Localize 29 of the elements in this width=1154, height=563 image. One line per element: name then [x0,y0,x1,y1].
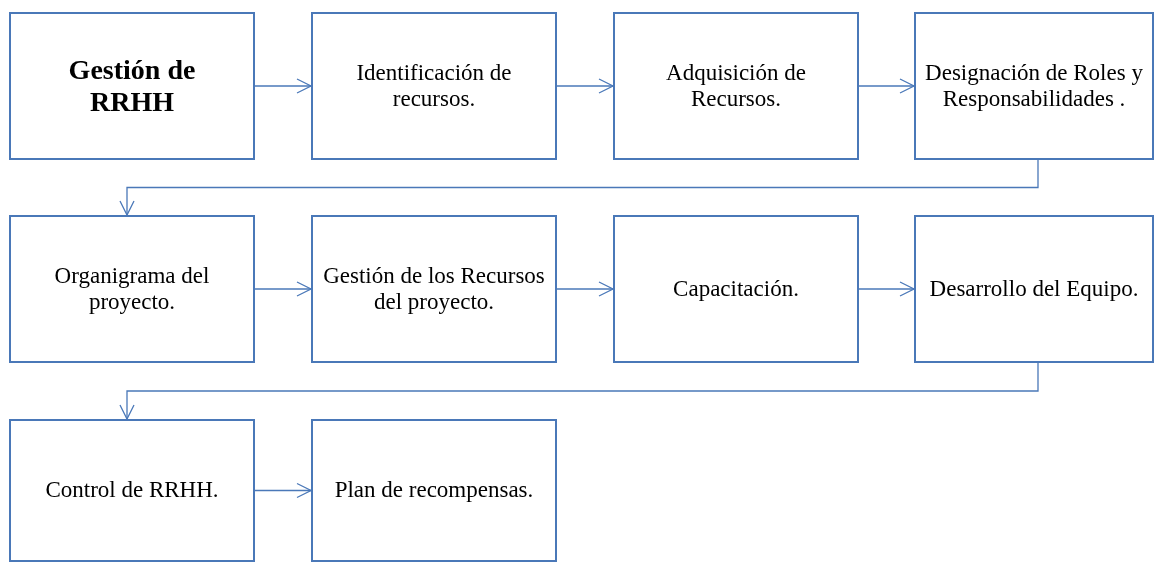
process-box [914,12,1154,160]
process-box [9,215,255,363]
box-label: Adquisición de Recursos. [665,59,807,113]
process-box [311,12,557,160]
box-label: Control de RRHH. [45,477,219,504]
arrow [254,281,312,297]
arrow [119,362,1039,420]
process-box [311,419,557,562]
arrow [556,78,614,94]
arrow [119,159,1039,216]
box-label: Desarrollo del Equipo. [929,275,1139,303]
arrow [858,78,915,94]
process-box [613,12,859,160]
box-label: Gestión de RRHH [67,53,197,119]
process-box [914,215,1154,363]
box-label: Plan de recompensas. [334,477,534,504]
box-label: Identificación de recursos. [355,59,513,113]
box-label: Organigrama del proyecto. [53,262,211,316]
arrow [254,78,312,94]
arrow [254,482,312,499]
box-label: Gestión de los Recursos del proyecto. [322,262,546,316]
process-box [613,215,859,363]
process-box [311,215,557,363]
process-box [9,12,255,160]
arrow [858,281,915,297]
arrow [556,281,614,297]
box-label: Designación de Roles y Responsabilidades . [924,59,1144,113]
box-label: Capacitación. [673,275,799,303]
process-box [9,419,255,562]
